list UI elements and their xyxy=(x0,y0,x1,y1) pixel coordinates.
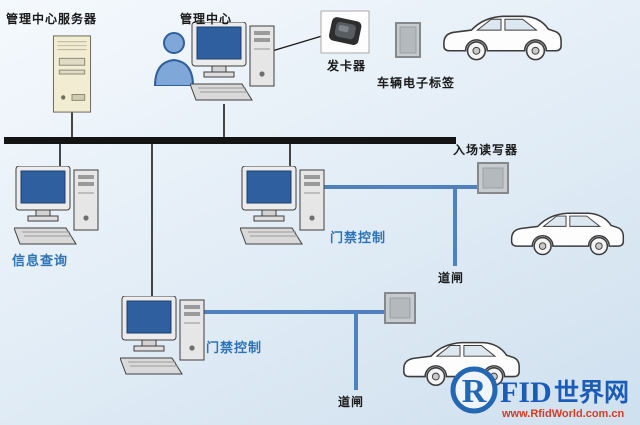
logo-url-text: www.RfidWorld.com.cn xyxy=(501,408,625,420)
logo-cn-text: 世界网 xyxy=(554,379,629,407)
server-icon xyxy=(46,33,98,115)
vehicle-tag-label: 车辆电子标签 xyxy=(377,76,456,90)
access-control-2-label: 门禁控制 xyxy=(206,340,263,355)
logo-letter-r: R xyxy=(462,373,487,410)
logo-fid-text: FID xyxy=(500,376,552,409)
car-top-icon xyxy=(438,10,566,62)
card-issuer-icon xyxy=(320,10,370,54)
exit-reader-icon xyxy=(384,292,416,324)
vehicle-tag-icon xyxy=(395,22,421,58)
rfid-world-logo: R FID 世界网 www.RfidWorld.com.cn xyxy=(450,366,629,420)
access-control-1-label: 门禁控制 xyxy=(330,230,387,245)
card-issuer-label: 发卡器 xyxy=(327,59,367,73)
network-bus xyxy=(4,137,456,144)
barrier-2-label: 道闸 xyxy=(338,395,365,409)
access1-computer-icon xyxy=(240,166,336,250)
barrier-1-label: 道闸 xyxy=(438,271,465,285)
management-label: 管理中心 xyxy=(180,12,233,26)
access2-computer-icon xyxy=(120,296,216,380)
server-label: 管理中心服务器 xyxy=(6,12,98,26)
logo-ring xyxy=(450,366,498,414)
entrance-reader-label: 入场读写器 xyxy=(453,143,519,157)
car-middle-icon xyxy=(506,206,628,258)
info-query-label: 信息查询 xyxy=(12,253,69,268)
entrance-reader-icon xyxy=(477,162,509,194)
management-computer-icon xyxy=(190,22,286,106)
query-computer-icon xyxy=(14,166,110,250)
